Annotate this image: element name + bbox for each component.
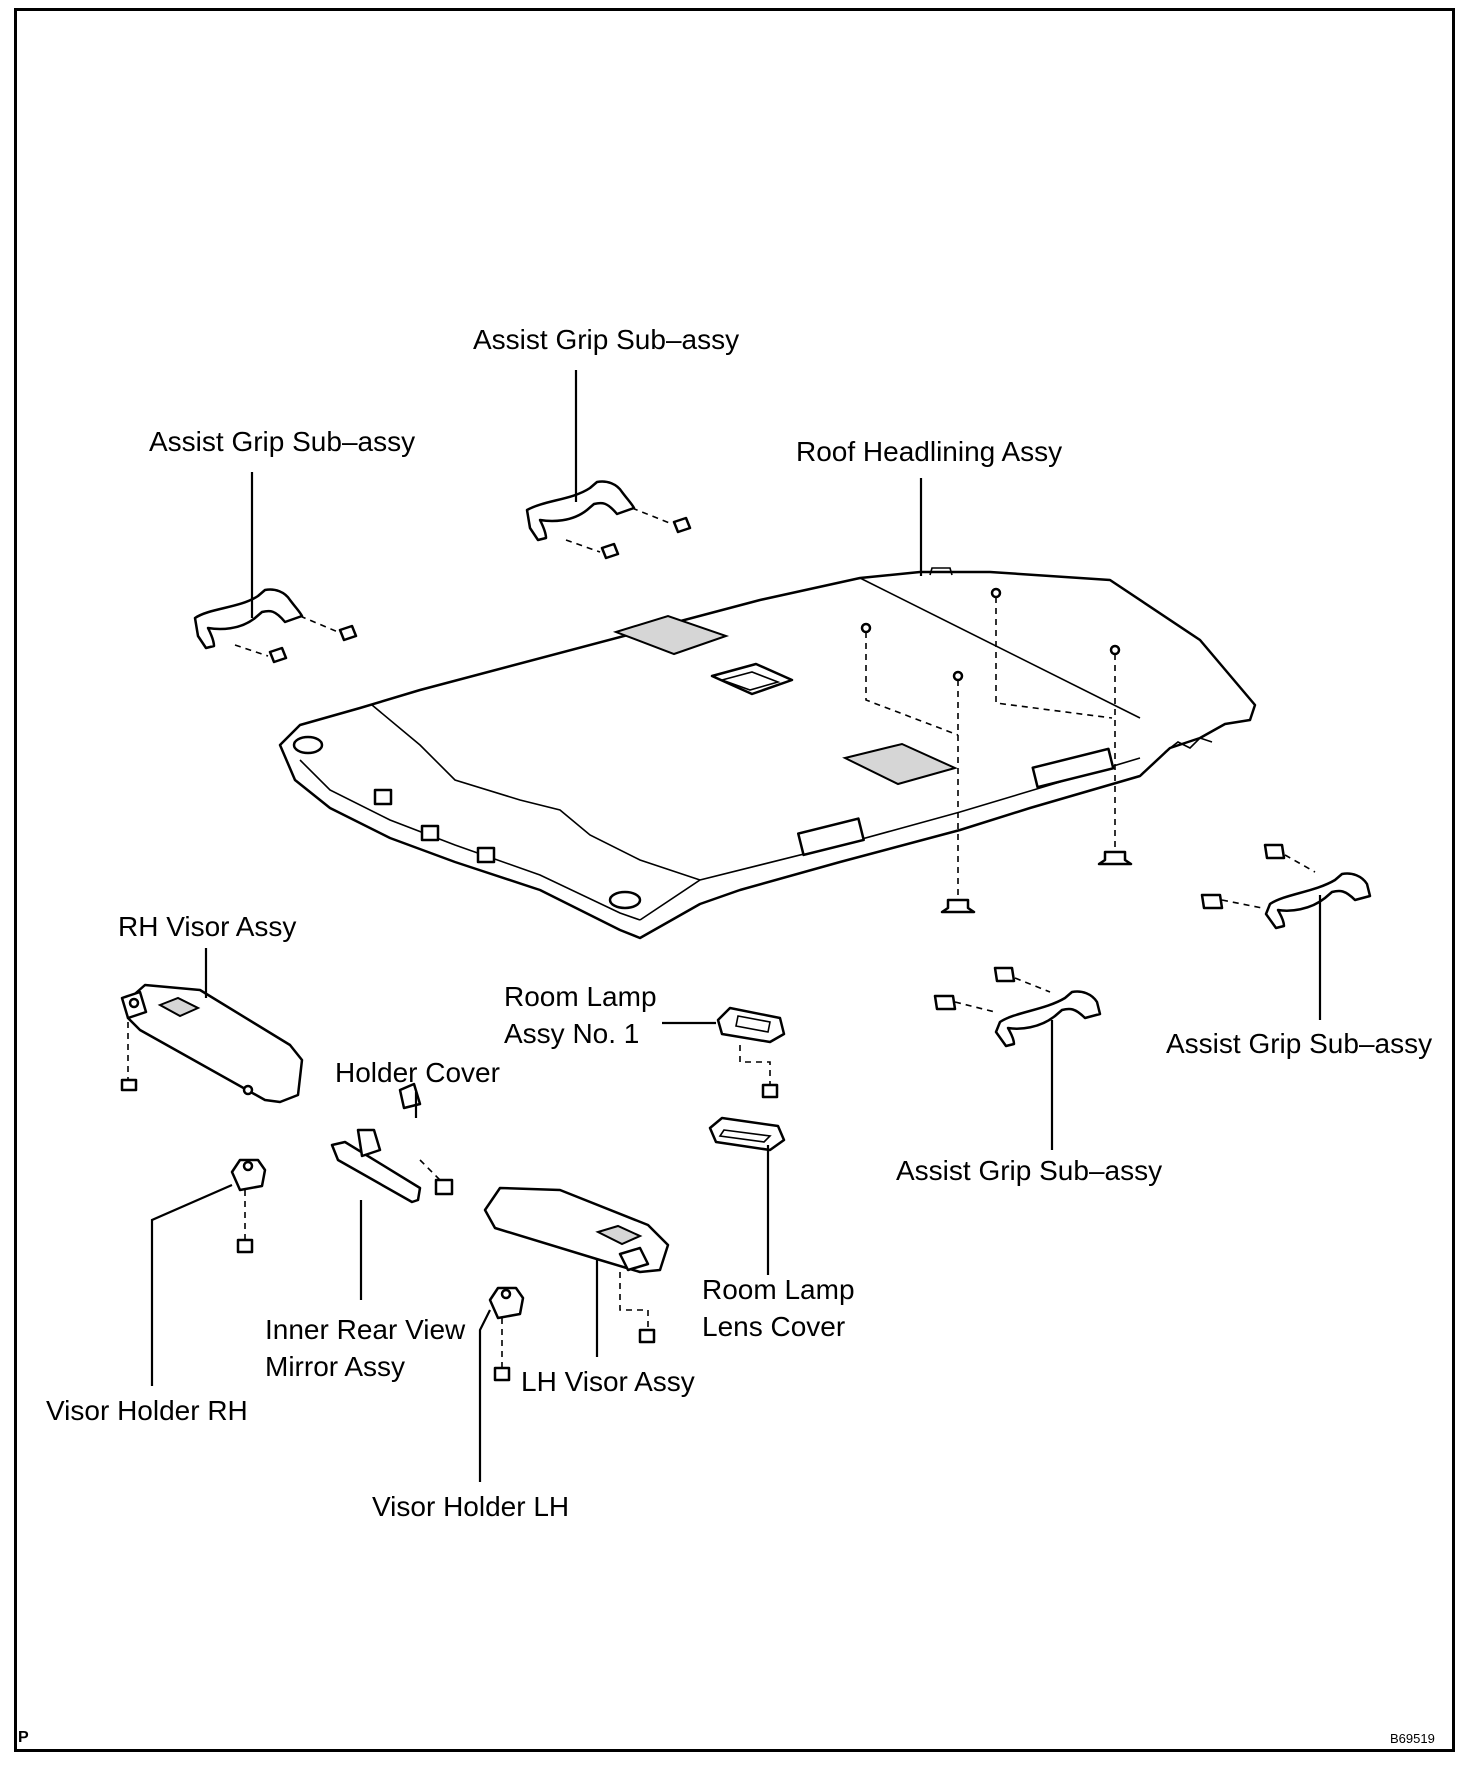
label-holder-cover: Holder Cover xyxy=(335,1057,500,1088)
figure-id: B69519 xyxy=(1390,1731,1435,1746)
label-lh-visor: LH Visor Assy xyxy=(521,1366,695,1397)
visor-holder-rh xyxy=(230,1158,267,1254)
visor-holder-lh xyxy=(488,1286,525,1382)
roof-headlining xyxy=(278,567,1257,940)
label-visor-holder-rh: Visor Holder RH xyxy=(46,1395,248,1426)
diagram-frame xyxy=(14,8,1455,1752)
label-room-lamp-line1: Room Lamp xyxy=(504,981,657,1012)
assist-grip-bottom xyxy=(933,966,1102,1048)
label-assist-grip-top-center: Assist Grip Sub–assy xyxy=(473,324,740,355)
label-roof-headlining: Roof Headlining Assy xyxy=(796,436,1063,467)
label-assist-grip-top-left: Assist Grip Sub–assy xyxy=(149,426,416,457)
label-room-lamp-line2: Assy No. 1 xyxy=(504,1018,640,1049)
lh-visor xyxy=(483,1186,670,1344)
label-visor-holder-lh: Visor Holder LH xyxy=(372,1491,570,1522)
label-assist-grip-bottom: Assist Grip Sub–assy xyxy=(896,1155,1163,1186)
assist-grip-top-center xyxy=(525,480,692,560)
label-lens-cover-line1: Room Lamp xyxy=(702,1274,855,1305)
label-mirror-line1: Inner Rear View xyxy=(265,1314,466,1345)
rh-visor xyxy=(120,983,304,1104)
room-lamp-lens-cover xyxy=(708,1116,786,1152)
leader-lines xyxy=(150,370,1322,1482)
inner-rear-view-mirror xyxy=(330,1082,454,1204)
label-assist-grip-right: Assist Grip Sub–assy xyxy=(1166,1028,1433,1059)
assist-grip-top-left xyxy=(193,588,358,664)
assist-grip-right xyxy=(1200,843,1372,930)
room-lamp xyxy=(716,1006,786,1099)
label-mirror-line2: Mirror Assy xyxy=(265,1351,405,1382)
label-rh-visor: RH Visor Assy xyxy=(118,911,297,942)
label-lens-cover-line2: Lens Cover xyxy=(702,1311,846,1342)
page-mark: P xyxy=(18,1729,29,1746)
